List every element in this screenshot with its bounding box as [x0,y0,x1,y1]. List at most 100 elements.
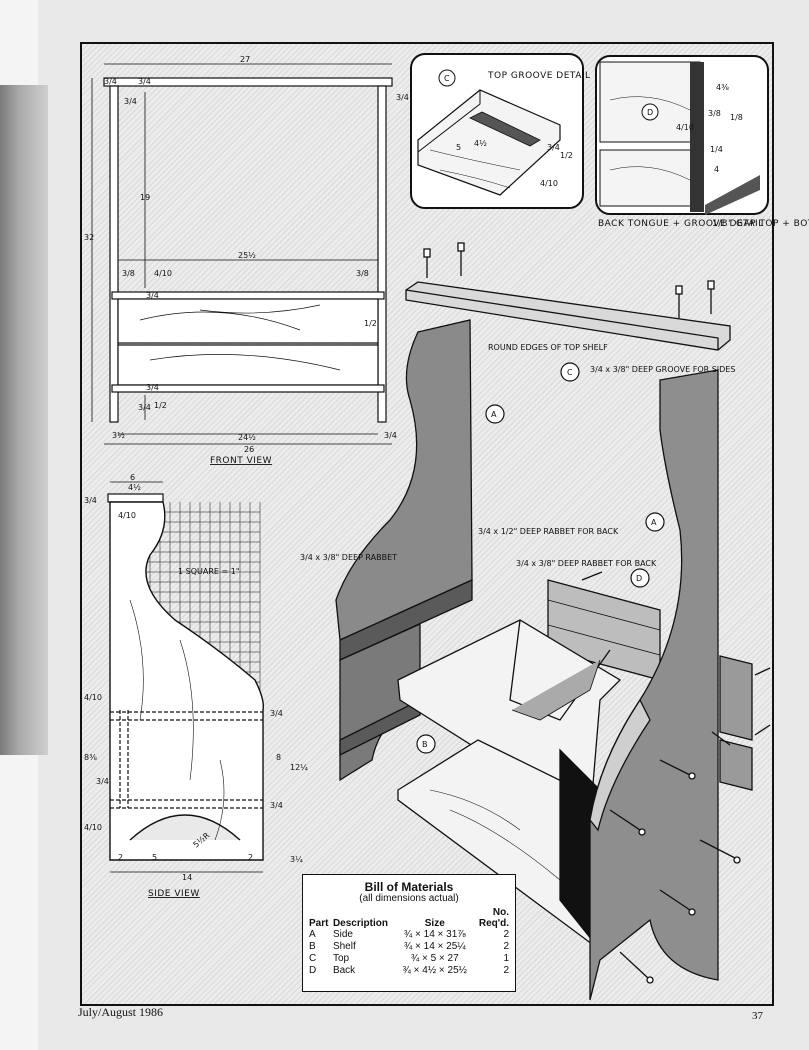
fv-dim-inner: 25½ [238,251,256,260]
bom-description: Top [332,953,350,964]
bom-part: A [309,929,316,940]
adjacent-page-photo [0,85,48,755]
callout-a-left [485,404,505,424]
issue-date: July/August 1986 [78,1005,164,1019]
sv-dim-h8: 3/4 [96,777,109,786]
detail-c-dim-c: 1/2 [560,151,573,160]
detail-c-dim-a: 5 [456,143,461,152]
callout-c-letter: C [567,368,573,377]
back-tongue-groove-detail: D BACK TONGUE + GROOVE DETAIL 1/8" GAP T… [595,55,809,229]
callout-b-letter: B [422,740,428,749]
detail-c-callout-letter: C [444,74,450,83]
sv-dim-h4: 12¼ [290,763,308,772]
fv-dim-d3: 3/4 [138,77,151,86]
sv-dim-bottom-m: 5 [152,853,157,862]
fv-dim-d7: 3½ [112,431,125,440]
bom-part: D [309,965,317,976]
bom-size: ¾ × 14 × 25¼ [403,941,466,952]
top-groove-detail: C TOP GROOVE DETAIL 5 4½ 1/2 3/4 4/10 [410,53,591,209]
note-rabbet-back-1: 3/4 x 1/2" DEEP RABBET FOR BACK [478,527,619,536]
bom-req: 1 [503,953,509,964]
page-number: 37 [752,1010,763,1022]
fv-dim-d9: 3/4 [146,383,159,392]
bom-part: B [309,941,316,952]
note-rabbet-back-2: 3/4 x 3/8" DEEP RABBET FOR BACK [516,559,657,568]
bom-description: Shelf [332,941,356,952]
bom-table: Part Description Size No. Req'd. A Side … [307,907,511,977]
callout-d-letter: D [636,574,642,583]
callout-c [560,362,580,382]
detail-d-dim-e: 4 [714,165,719,174]
note-rabbet-deep: 3/4 x 3/8" DEEP RABBET [300,553,397,562]
sv-dim-top-w2: 4½ [128,483,141,492]
fv-dim-d4: 3/4 [124,97,137,106]
bom-size: ¾ × 4½ × 25½ [402,965,468,976]
bom-subtitle: (all dimensions actual) [359,893,459,904]
fv-dim-d13: 3/4 [384,431,397,440]
exploded-view-drawing [335,242,771,1001]
bom-title: Bill of Materials [364,880,454,894]
detail-c-dim-e: 4/10 [540,179,558,188]
bill-of-materials: Bill of Materials (all dimensions actual… [302,874,516,992]
bom-req: 2 [503,941,509,952]
sv-dim-bottom-r: 2 [248,853,253,862]
sv-dim-h1: 3/4 [84,496,97,505]
exploded-callouts [416,362,665,754]
bom-part: C [309,953,317,964]
bom-header-size: Size [424,918,445,929]
callout-d [630,568,650,588]
bom-row: B Shelf ¾ × 14 × 25¼ 2 [307,941,511,953]
bom-req: 2 [503,965,509,976]
front-view-caption: FRONT VIEW [210,456,272,466]
fv-dim-d10: 4/10 [154,269,172,278]
callout-a-left-letter: A [491,410,497,419]
fv-dim-d8: 3/4 [146,291,159,300]
bom-header-description: Description [332,918,388,929]
fv-dim-d5: 3/4 [396,93,409,102]
sv-dim-h7: 8⅜ [84,753,97,762]
sv-dim-h10: 3/4 [270,709,283,718]
bom-size: ¾ × 14 × 31⅞ [403,929,466,940]
side-view-caption: SIDE VIEW [148,889,200,899]
bom-size: ¾ × 5 × 27 [410,953,459,964]
fv-dim-d11: 3/4 [138,403,151,412]
sv-dim-h5: 3¼ [290,855,303,864]
sv-dim-h11: 3/4 [270,801,283,810]
bom-description: Back [332,965,356,976]
bom-row: A Side ¾ × 14 × 31⅞ 2 [307,929,511,941]
detail-c-dim-d: 3/4 [547,143,560,152]
detail-c-label: TOP GROOVE DETAIL [487,71,591,81]
fv-dim-bottom-inner: 24½ [238,433,256,442]
sv-dim-top-w: 6 [130,473,135,482]
detail-c-dim-b: 4½ [474,139,487,148]
bom-header-part: Part [309,918,329,929]
bom-header-row: Part Description Size No. Req'd. [307,907,511,929]
detail-d-dim-d: 3/8 [708,109,721,118]
detail-d-label: BACK TONGUE + GROOVE DETAIL [598,219,764,229]
bom-req: 2 [503,929,509,940]
fv-dim-d1: 3/8 [122,269,135,278]
note-round-edges: ROUND EDGES OF TOP SHELF [488,343,608,352]
callout-a-right [645,512,665,532]
detail-d-dim-c: 4/10 [676,123,694,132]
side-view-drawing [107,481,265,873]
sv-dim-h2: 4/10 [118,511,136,520]
fv-dim-d12: 1/2 [154,401,167,410]
sv-dim-h6: 4/10 [84,693,102,702]
callout-b [416,734,436,754]
detail-d-dim-a: 4⅜ [716,83,729,92]
sv-dim-w-total: 14 [182,873,192,882]
sv-dim-h3: 8 [276,753,281,762]
fv-dim-d2: 3/8 [356,269,369,278]
fv-dim-d14: 3/4 [104,77,117,86]
fv-dim-height: 32 [84,233,94,242]
bom-row: D Back ¾ × 4½ × 25½ 2 [307,965,511,977]
fv-dim-width-top: 27 [240,55,250,64]
detail-d-dim-b: 1/8 [730,113,743,122]
sv-dim-bottom-l: 2 [118,853,123,862]
callout-a-right-letter: A [651,518,657,527]
bom-description: Side [332,929,353,940]
front-view-drawing [91,63,393,445]
